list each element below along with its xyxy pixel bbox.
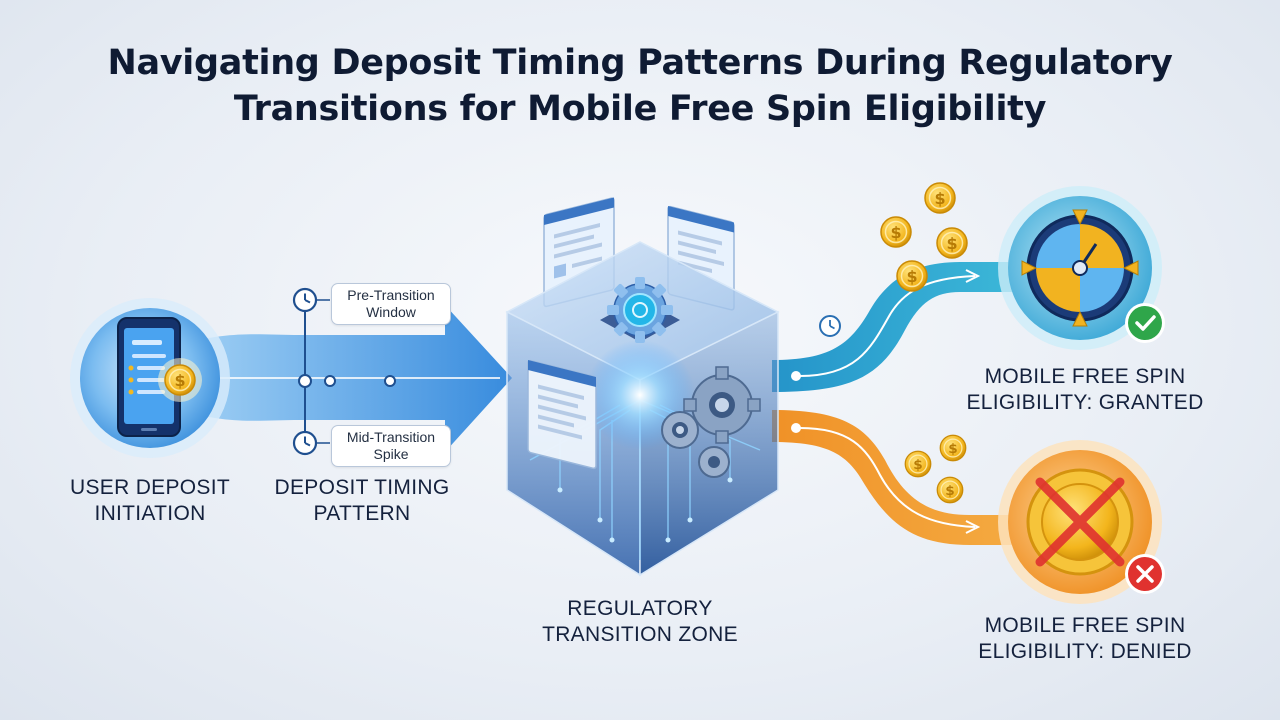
dollar-coin-icon [164, 364, 196, 396]
label-line-1: REGULATORY [567, 597, 713, 620]
denied-label: MOBILE FREE SPIN ELIGIBILITY: DENIED [960, 613, 1210, 665]
user-deposit-node [70, 298, 230, 458]
user-deposit-label: USER DEPOSIT INITIATION [50, 475, 250, 527]
dollar-coin-icon [880, 216, 912, 248]
callout-line-1: Pre-Transition [347, 287, 435, 303]
title-line-2: Transitions for Mobile Free Spin Eligibi… [233, 89, 1047, 129]
granted-label: MOBILE FREE SPIN ELIGIBILITY: GRANTED [960, 364, 1210, 416]
label-line-1: MOBILE FREE SPIN [984, 614, 1186, 637]
gear-icon [661, 411, 699, 449]
x-icon [1035, 477, 1125, 567]
label-line-2: PATTERN [313, 502, 411, 525]
pre-transition-callout: Pre-Transition Window [331, 283, 451, 325]
label-line-2: INITIATION [94, 502, 206, 525]
check-icon [1125, 303, 1165, 343]
regulatory-transition-cube [505, 197, 780, 577]
regulatory-zone-label: REGULATORY TRANSITION ZONE [530, 596, 750, 648]
clock-icon [819, 315, 841, 337]
clock-icon [292, 430, 318, 456]
timing-timeline [298, 299, 396, 444]
gear-icon [683, 366, 761, 444]
dollar-coin-icon [924, 182, 956, 214]
label-line-2: ELIGIBILITY: DENIED [978, 640, 1192, 663]
denied-node [998, 440, 1165, 604]
smartphone-icon [117, 317, 181, 437]
label-line-1: DEPOSIT TIMING [274, 476, 450, 499]
dollar-coin-icon [939, 434, 967, 462]
document-window-icon [527, 359, 597, 470]
dollar-coin-icon [896, 260, 928, 292]
callout-line-2: Window [366, 304, 416, 320]
page-title: Navigating Deposit Timing Patterns Durin… [0, 40, 1280, 132]
dollar-coin-icon [904, 450, 932, 478]
title-line-1: Navigating Deposit Timing Patterns Durin… [107, 43, 1173, 83]
dollar-coin-icon [936, 476, 964, 504]
spin-wheel-icon [1021, 209, 1139, 327]
label-line-2: TRANSITION ZONE [542, 623, 738, 646]
callout-line-1: Mid-Transition [346, 429, 436, 445]
callout-line-2: Spike [373, 446, 409, 462]
label-line-2: ELIGIBILITY: GRANTED [966, 391, 1204, 414]
main-flow-arrow [180, 305, 512, 452]
label-line-1: USER DEPOSIT [70, 476, 230, 499]
granted-stream [772, 262, 1040, 392]
clock-icon [292, 287, 318, 313]
x-icon [1125, 554, 1165, 594]
gear-icon [600, 277, 680, 343]
denied-stream [772, 410, 1040, 545]
dollar-coin-icon [936, 227, 968, 259]
gear-icon [698, 446, 730, 478]
mid-transition-callout: Mid-Transition Spike [331, 425, 451, 467]
granted-node [998, 186, 1165, 350]
label-line-1: MOBILE FREE SPIN [984, 365, 1186, 388]
timing-pattern-label: DEPOSIT TIMING PATTERN [262, 475, 462, 527]
